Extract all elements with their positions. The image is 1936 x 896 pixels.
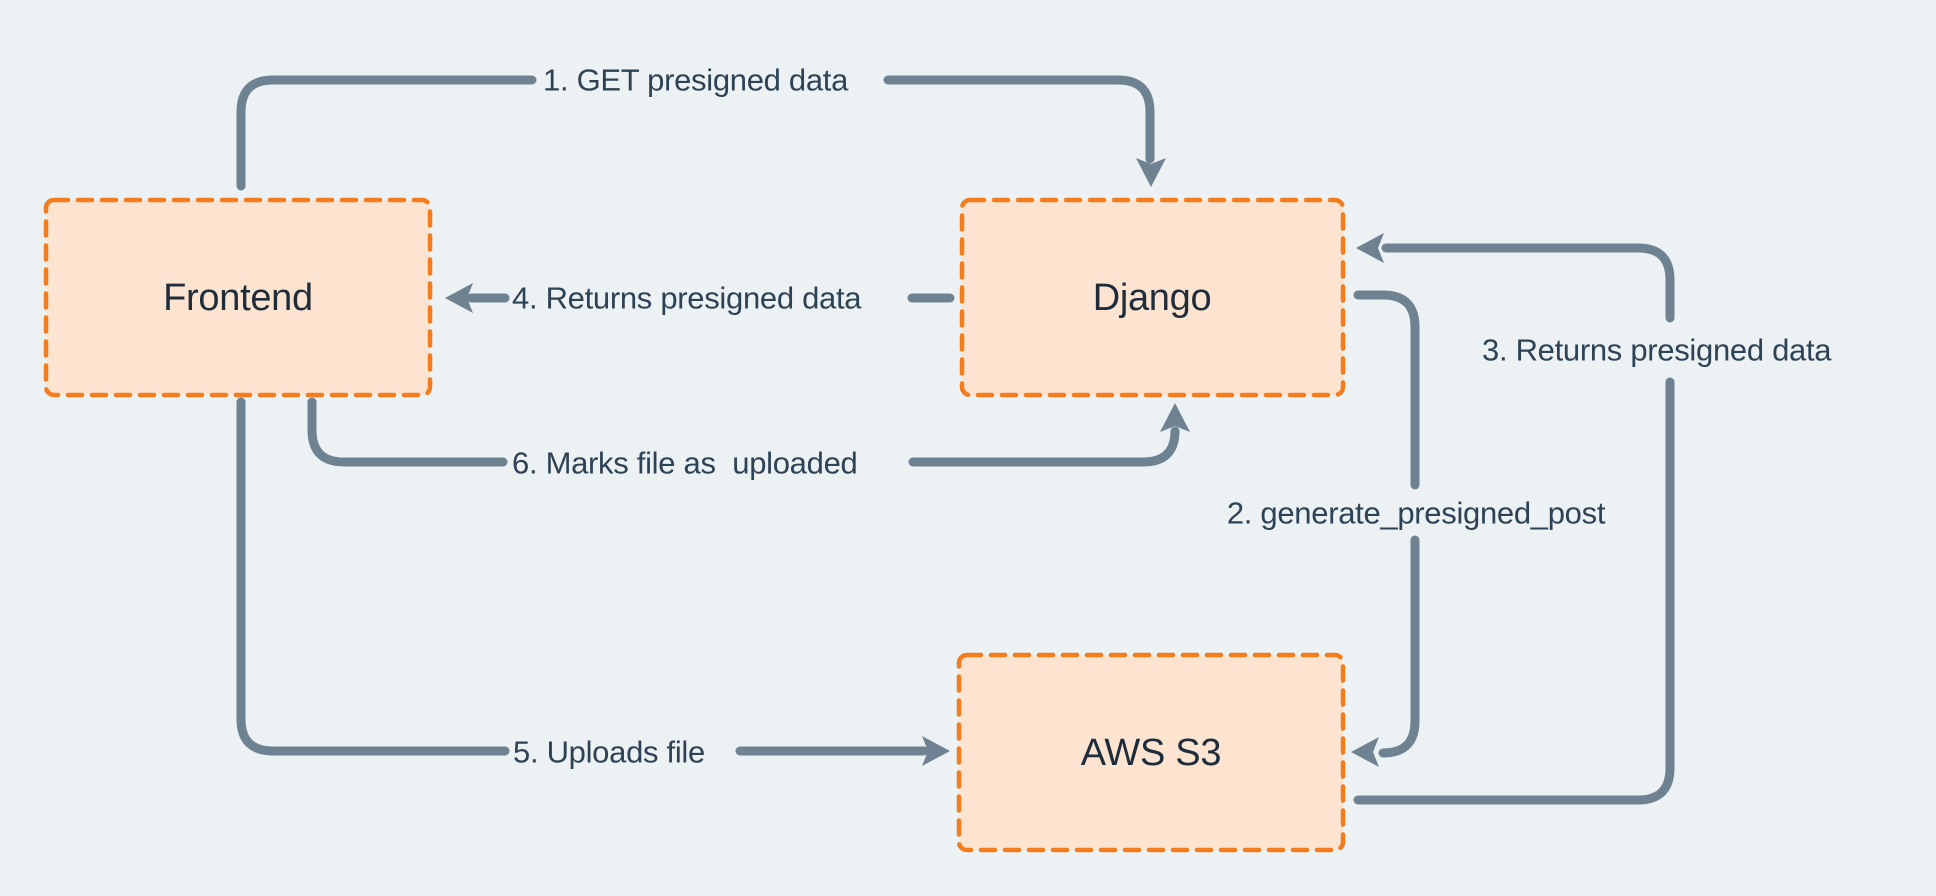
edge-2-generate-presigned-post-top-segment bbox=[1353, 290, 1420, 490]
edge-label-4: 4. Returns presigned data bbox=[512, 281, 862, 316]
node-django: Django bbox=[959, 197, 1346, 398]
edge-6-marks-file-uploaded-left-segment bbox=[307, 397, 508, 467]
edge-5-uploads-file-left-segment bbox=[236, 397, 510, 756]
arrowhead-into-django-top bbox=[1136, 158, 1166, 187]
edge-label-2: 2. generate_presigned_post bbox=[1227, 496, 1606, 531]
edge-label-1: 1. GET presigned data bbox=[543, 63, 849, 98]
edge-lines bbox=[236, 75, 1675, 805]
node-aws-s3-box bbox=[956, 652, 1346, 853]
edge-label-3: 3. Returns presigned data bbox=[1482, 333, 1832, 368]
nodes: Frontend Django AWS S3 bbox=[43, 197, 1346, 853]
node-django-box bbox=[959, 197, 1346, 398]
edge-label-6: 6. Marks file as uploaded bbox=[512, 446, 857, 481]
node-frontend: Frontend bbox=[43, 197, 433, 398]
arrowhead-into-aws-s3-left bbox=[922, 736, 950, 766]
node-frontend-label: Frontend bbox=[163, 277, 313, 319]
edge-3-returns-presigned-data-top-segment bbox=[1381, 243, 1675, 323]
node-django-label: Django bbox=[1093, 277, 1212, 319]
edge-2-generate-presigned-post-bottom-segment bbox=[1378, 535, 1420, 758]
arrowhead-into-frontend-right bbox=[445, 283, 473, 313]
arrowhead-into-django-bottom bbox=[1160, 403, 1190, 432]
edge-6-marks-file-uploaded-right-segment bbox=[908, 426, 1180, 467]
edge-labels: 1. GET presigned data 2. generate_presig… bbox=[512, 63, 1833, 770]
edge-3-returns-presigned-data-bottom-segment bbox=[1353, 377, 1675, 805]
arrowhead-into-aws-s3-right bbox=[1351, 737, 1379, 767]
node-aws-s3: AWS S3 bbox=[956, 652, 1346, 853]
edge-1-get-presigned-data-right-segment bbox=[883, 75, 1155, 164]
edge-1-get-presigned-data-left-segment bbox=[236, 75, 537, 191]
arrowhead-into-django-right bbox=[1356, 233, 1384, 263]
node-aws-s3-label: AWS S3 bbox=[1081, 732, 1221, 774]
node-frontend-box bbox=[43, 197, 433, 398]
edge-label-5: 5. Uploads file bbox=[513, 735, 705, 770]
